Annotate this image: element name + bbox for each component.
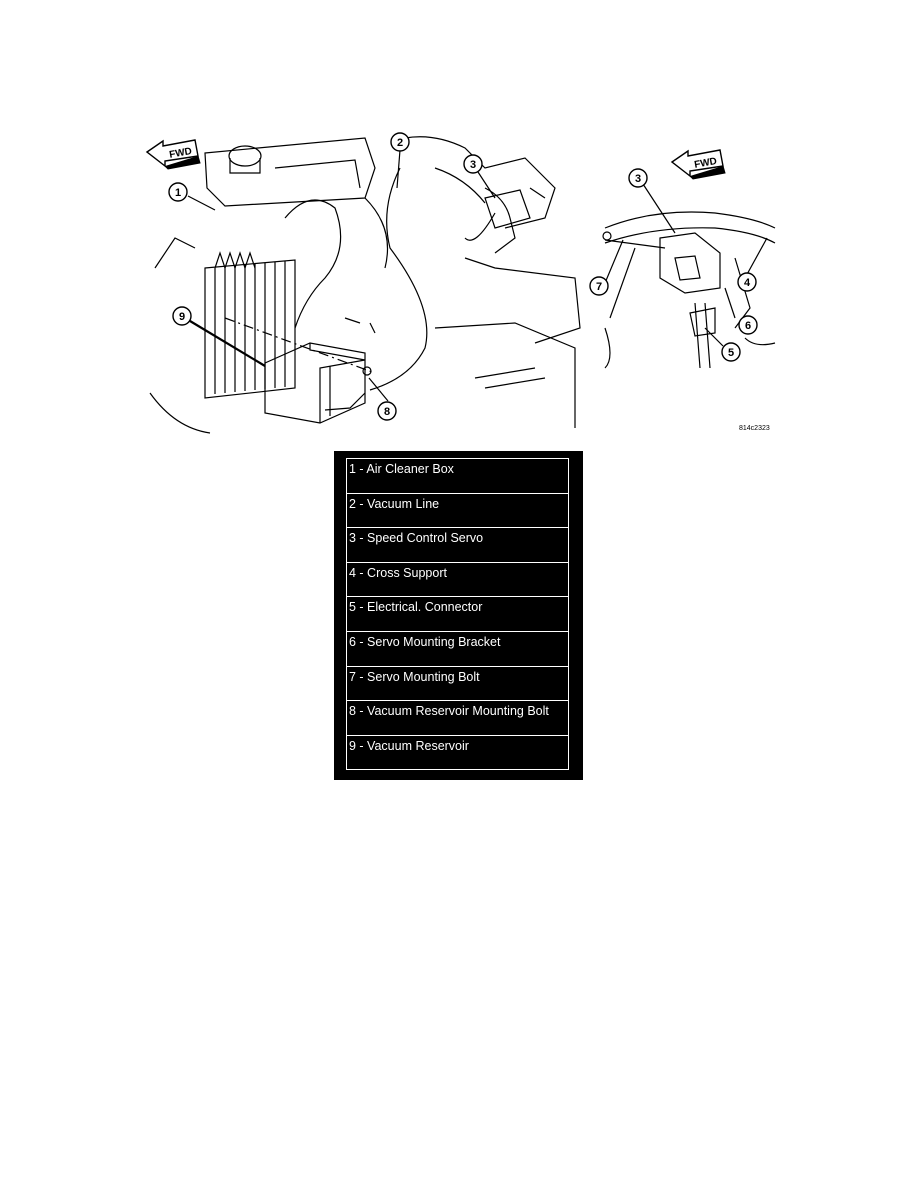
parts-legend: 1 - Air Cleaner Box 2 - Vacuum Line 3 - …: [334, 451, 583, 780]
legend-row: 3 - Speed Control Servo: [346, 527, 569, 563]
callout-3-left: 3: [463, 154, 483, 174]
svg-text:5: 5: [728, 347, 734, 359]
callout-6: 6: [738, 315, 758, 335]
legend-row: 2 - Vacuum Line: [346, 492, 569, 529]
servo-diagram: FWD FWD 1 2 3 9 8 3 7 4 6 5 814c2323: [145, 132, 776, 434]
svg-text:9: 9: [179, 311, 185, 323]
fwd-label-right: FWD: [693, 156, 717, 171]
legend-item: 5 - Electrical. Connector: [346, 596, 569, 632]
legend-item: 8 - Vacuum Reservoir Mounting Bolt: [346, 700, 569, 736]
legend-row: 5 - Electrical. Connector: [346, 596, 569, 632]
legend-row: 7 - Servo Mounting Bolt: [346, 665, 569, 702]
legend-item: 4 - Cross Support: [346, 561, 569, 598]
fwd-arrow-left-icon: FWD: [145, 139, 201, 170]
callout-7: 7: [589, 276, 609, 296]
legend-item: 6 - Servo Mounting Bracket: [346, 630, 569, 667]
figure-code: 814c2323: [739, 425, 770, 432]
svg-text:1: 1: [175, 187, 181, 199]
legend-row: 8 - Vacuum Reservoir Mounting Bolt: [346, 700, 569, 736]
svg-text:3: 3: [470, 159, 476, 171]
callout-2: 2: [390, 132, 410, 152]
svg-text:2: 2: [397, 137, 403, 149]
legend-item: 1 - Air Cleaner Box: [346, 458, 569, 494]
callout-4: 4: [737, 272, 757, 292]
legend-row: 6 - Servo Mounting Bracket: [346, 630, 569, 667]
legend-item: 2 - Vacuum Line: [346, 492, 569, 529]
legend-item: 9 - Vacuum Reservoir: [346, 734, 569, 771]
svg-text:4: 4: [744, 277, 751, 289]
fwd-label-left: FWD: [168, 146, 192, 161]
svg-text:6: 6: [745, 320, 751, 332]
callout-8: 8: [377, 401, 397, 421]
legend-row: 9 - Vacuum Reservoir: [346, 734, 569, 771]
legend-table: 1 - Air Cleaner Box 2 - Vacuum Line 3 - …: [346, 458, 569, 771]
callout-1: 1: [168, 182, 188, 202]
callout-3-right: 3: [628, 168, 648, 188]
svg-text:3: 3: [635, 173, 641, 185]
fwd-arrow-right-icon: FWD: [670, 149, 726, 180]
legend-row: 4 - Cross Support: [346, 561, 569, 598]
legend-item: 3 - Speed Control Servo: [346, 527, 569, 563]
svg-text:8: 8: [384, 406, 390, 418]
legend-row: 1 - Air Cleaner Box: [346, 458, 569, 494]
engine-compartment-drawing: [149, 136, 581, 434]
legend-item: 7 - Servo Mounting Bolt: [346, 665, 569, 702]
svg-text:7: 7: [596, 281, 602, 293]
callout-9: 9: [172, 306, 192, 326]
callout-5: 5: [721, 342, 741, 362]
